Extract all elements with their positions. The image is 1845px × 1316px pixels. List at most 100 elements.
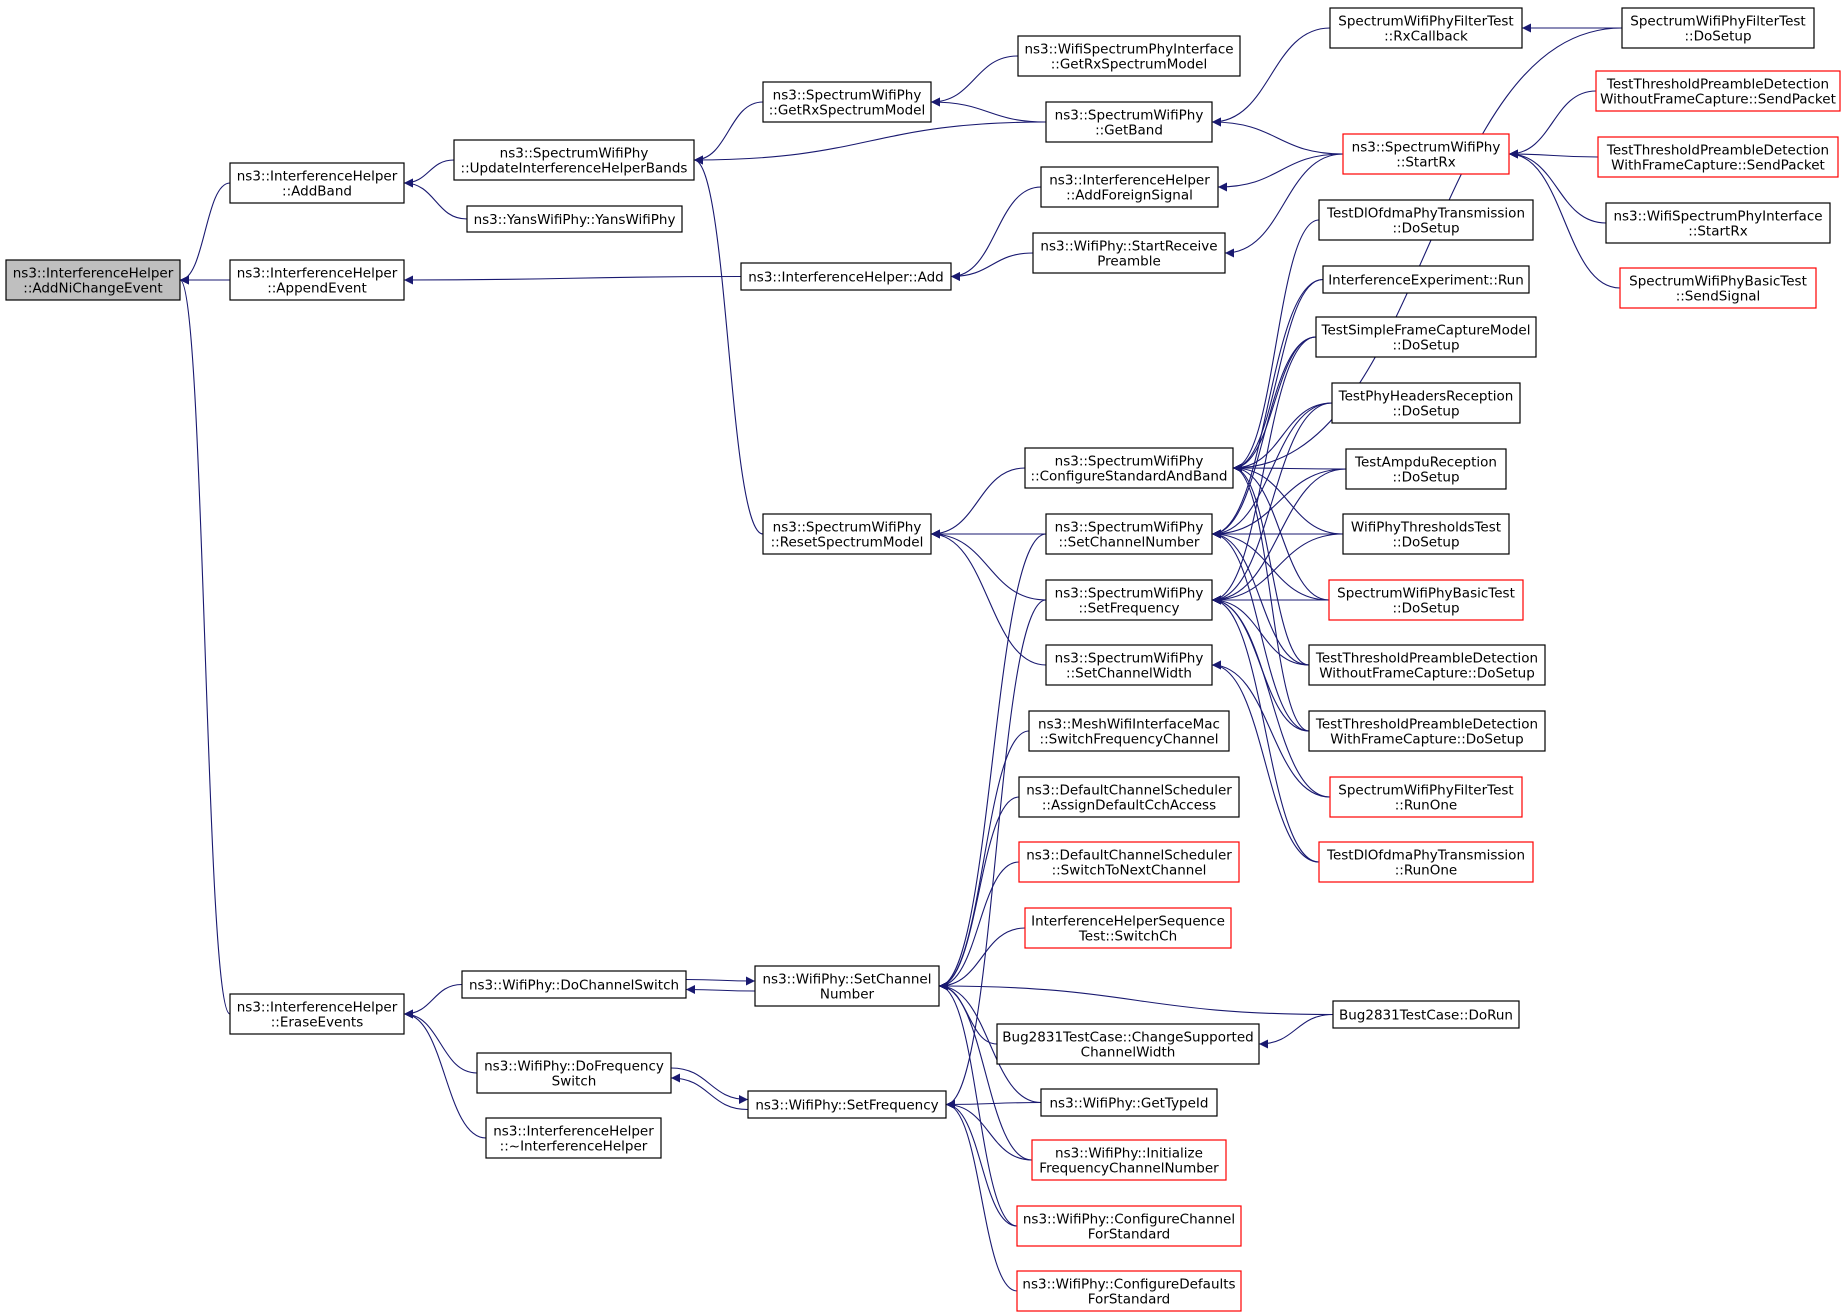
node-root[interactable]: ns3::InterferenceHelper::AddNiChangeEven… [5, 259, 181, 301]
node-label-line: ns3::YansWifiPhy::YansWifiPhy [474, 212, 676, 228]
node-box [1024, 447, 1234, 489]
node-label-line: ns3::DefaultChannelScheduler [1026, 783, 1232, 799]
edge-wp-init-freq-ch-to-wp-set-frequency [945, 1100, 1033, 1161]
node-ih-add[interactable]: ns3::InterferenceHelper::Add [740, 262, 952, 291]
node-swp-start-rx[interactable]: ns3::SpectrumWifiPhy::StartRx [1342, 133, 1510, 175]
node-label-line: ::SetFrequency [1078, 601, 1179, 617]
node-dcs-switch-next[interactable]: ns3::DefaultChannelScheduler::SwitchToNe… [1018, 841, 1240, 883]
edge-swp-start-rx-to-swp-get-band [1211, 117, 1344, 155]
node-mesh-switch-freq[interactable]: ns3::MeshWifiInterfaceMac::SwitchFrequen… [1028, 710, 1230, 752]
node-label-line: ns3::WifiPhy::SetFrequency [755, 1098, 938, 1114]
node-wp-set-frequency[interactable]: ns3::WifiPhy::SetFrequency [747, 1090, 947, 1119]
node-wp-get-type-id[interactable]: ns3::WifiPhy::GetTypeId [1040, 1088, 1218, 1117]
node-label-line: ns3::WifiPhy::DoFrequency [484, 1059, 664, 1075]
node-swpf-do-setup[interactable]: SpectrumWifiPhyFilterTest::DoSetup [1621, 7, 1815, 49]
edge-wp-init-freq-ch-to-wp-set-channel-number [938, 981, 1033, 1161]
node-label-line: ::RunOne [1395, 863, 1457, 879]
node-swp-update-ihb[interactable]: ns3::SpectrumWifiPhy::UpdateInterference… [453, 139, 695, 181]
node-box [1605, 202, 1831, 244]
node-label-line: ns3::SpectrumWifiPhy [773, 520, 922, 536]
node-label-line: ns3::InterferenceHelper [1049, 173, 1210, 189]
node-label-line: ::DoSetup [1392, 221, 1459, 237]
node-swp-set-channel-number[interactable]: ns3::SpectrumWifiPhy::SetChannelNumber [1045, 513, 1213, 555]
node-box [1016, 1205, 1242, 1247]
edge-swp-get-rx-sm-to-swp-update-ihb [693, 101, 764, 165]
node-label-line: TestSimpleFrameCaptureModel [1321, 323, 1531, 339]
edge-ie-run-to-swp-config-std-band [1232, 278, 1324, 473]
node-tdl-do-setup[interactable]: TestDlOfdmaPhyTransmission::DoSetup [1318, 199, 1534, 241]
node-wp-do-channel-switch[interactable]: ns3::WifiPhy::DoChannelSwitch [461, 970, 687, 999]
node-swpf-rx-callback[interactable]: SpectrumWifiPhyFilterTest::RxCallback [1329, 7, 1523, 49]
node-box [453, 139, 695, 181]
node-label-line: ::SetChannelWidth [1066, 666, 1192, 682]
node-swp-get-rx-sm[interactable]: ns3::SpectrumWifiPhy::GetRxSpectrumModel [762, 81, 932, 123]
node-box [1018, 776, 1240, 818]
node-wpt-do-setup[interactable]: WifiPhyThresholdsTest::DoSetup [1342, 513, 1510, 555]
node-box [762, 81, 932, 123]
node-bug-change-width[interactable]: Bug2831TestCase::ChangeSupportedChannelW… [996, 1023, 1260, 1065]
node-swp-set-frequency[interactable]: ns3::SpectrumWifiPhy::SetFrequency [1045, 579, 1213, 621]
node-bug-do-run[interactable]: Bug2831TestCase::DoRun [1332, 1000, 1520, 1029]
node-yans-ctor[interactable]: ns3::YansWifiPhy::YansWifiPhy [466, 205, 683, 233]
edge-wp-get-type-id-to-wp-set-channel-number [938, 981, 1042, 1104]
node-ih-dtor[interactable]: ns3::InterferenceHelper::~InterferenceHe… [485, 1117, 662, 1159]
node-label-line: ns3::WifiPhy::StartReceive [1040, 239, 1217, 255]
node-swp-reset-sm[interactable]: ns3::SpectrumWifiPhy::ResetSpectrumModel [762, 513, 932, 555]
node-ttpd-wdo-setup[interactable]: TestThresholdPreambleDetectionWithFrameC… [1308, 710, 1546, 752]
node-dcs-assign[interactable]: ns3::DefaultChannelScheduler::AssignDefa… [1018, 776, 1240, 818]
edge-ttpd-wo-send-to-swp-start-rx [1508, 90, 1597, 159]
node-box [1040, 1088, 1218, 1117]
node-box [461, 970, 687, 999]
node-box [229, 162, 405, 204]
node-ih-erase-events[interactable]: ns3::InterferenceHelper::EraseEvents [229, 993, 405, 1035]
node-label-line: ::DoSetup [1392, 338, 1459, 354]
node-swp-config-std-band[interactable]: ns3::SpectrumWifiPhy::ConfigureStandardA… [1024, 447, 1234, 489]
node-label-line: ::DoSetup [1392, 601, 1459, 617]
node-swpb-do-setup[interactable]: SpectrumWifiPhyBasicTest::DoSetup [1328, 579, 1524, 621]
node-label-line: TestDlOfdmaPhyTransmission [1326, 206, 1525, 222]
node-label-line: ::StartRx [1396, 155, 1455, 171]
node-swp-set-channel-width[interactable]: ns3::SpectrumWifiPhy::SetChannelWidth [1045, 644, 1213, 686]
edge-tphr-do-setup-to-swp-set-frequency [1211, 402, 1333, 605]
node-swpf-run-one[interactable]: SpectrumWifiPhyFilterTest::RunOne [1329, 776, 1523, 818]
edge-swp-set-channel-number-to-wp-set-channel-number [938, 533, 1047, 991]
edge-swp-get-band-to-swp-get-rx-sm [930, 97, 1047, 123]
node-ih-add-band[interactable]: ns3::InterferenceHelper::AddBand [229, 162, 405, 204]
node-ih-append-event[interactable]: ns3::InterferenceHelper::AppendEvent [229, 259, 405, 301]
node-wspi-get-rx-sm[interactable]: ns3::WifiSpectrumPhyInterface::GetRxSpec… [1017, 35, 1241, 77]
edge-wspi-get-rx-sm-to-swp-get-rx-sm [930, 55, 1019, 107]
node-tar-do-setup[interactable]: TestAmpduReception::DoSetup [1345, 448, 1507, 490]
node-wp-config-channel[interactable]: ns3::WifiPhy::ConfigureChannelForStandar… [1016, 1205, 1242, 1247]
node-box [1322, 265, 1530, 294]
node-swp-get-band[interactable]: ns3::SpectrumWifiPhy::GetBand [1045, 101, 1213, 143]
edge-ih-add-band-to-root [179, 182, 231, 285]
node-label-line: ::DoSetup [1392, 535, 1459, 551]
node-wp-set-channel-number[interactable]: ns3::WifiPhy::SetChannelNumber [754, 965, 940, 1007]
node-wspi-start-rx[interactable]: ns3::WifiSpectrumPhyInterface::StartRx [1605, 202, 1831, 244]
node-ih-add-foreign[interactable]: ns3::InterferenceHelper::AddForeignSigna… [1040, 166, 1219, 208]
node-label-line: ns3::WifiPhy::DoChannelSwitch [469, 978, 679, 994]
node-tphr-do-setup[interactable]: TestPhyHeadersReception::DoSetup [1331, 382, 1521, 424]
node-label-line: ::EraseEvents [271, 1015, 364, 1031]
node-label-line: ns3::WifiSpectrumPhyInterface [1024, 42, 1233, 58]
node-label-line: ::StartRx [1688, 224, 1747, 240]
node-ttpd-wo-send[interactable]: TestThresholdPreambleDetectionWithoutFra… [1595, 70, 1841, 112]
node-tdl-run-one[interactable]: TestDlOfdmaPhyTransmission::RunOne [1318, 841, 1534, 883]
node-swpb-send-signal[interactable]: SpectrumWifiPhyBasicTest::SendSignal [1619, 267, 1817, 309]
edge-tdl-run-one-to-swp-set-channel-width [1211, 660, 1320, 863]
node-ttpd-wsend[interactable]: TestThresholdPreambleDetectionWithFrameC… [1597, 136, 1839, 178]
edge-tar-do-setup-to-swp-config-std-band [1232, 463, 1347, 473]
edge-swp-config-std-band-to-swp-reset-sm [930, 467, 1026, 539]
node-label-line: ::DoSetup [1684, 29, 1751, 45]
node-label-line: WithFrameCapture::SendPacket [1611, 158, 1825, 174]
node-wp-config-defaults[interactable]: ns3::WifiPhy::ConfigureDefaultsForStanda… [1016, 1270, 1242, 1312]
node-ie-run[interactable]: InterferenceExperiment::Run [1322, 265, 1530, 294]
edge-tdl-do-setup-to-swp-config-std-band [1232, 219, 1320, 473]
node-tsfc-do-setup[interactable]: TestSimpleFrameCaptureModel::DoSetup [1315, 316, 1537, 358]
node-wp-init-freq-ch[interactable]: ns3::WifiPhy::InitializeFrequencyChannel… [1031, 1139, 1227, 1181]
node-ttpd-wo-do-setup[interactable]: TestThresholdPreambleDetectionWithoutFra… [1308, 644, 1546, 686]
node-box [1308, 644, 1546, 686]
